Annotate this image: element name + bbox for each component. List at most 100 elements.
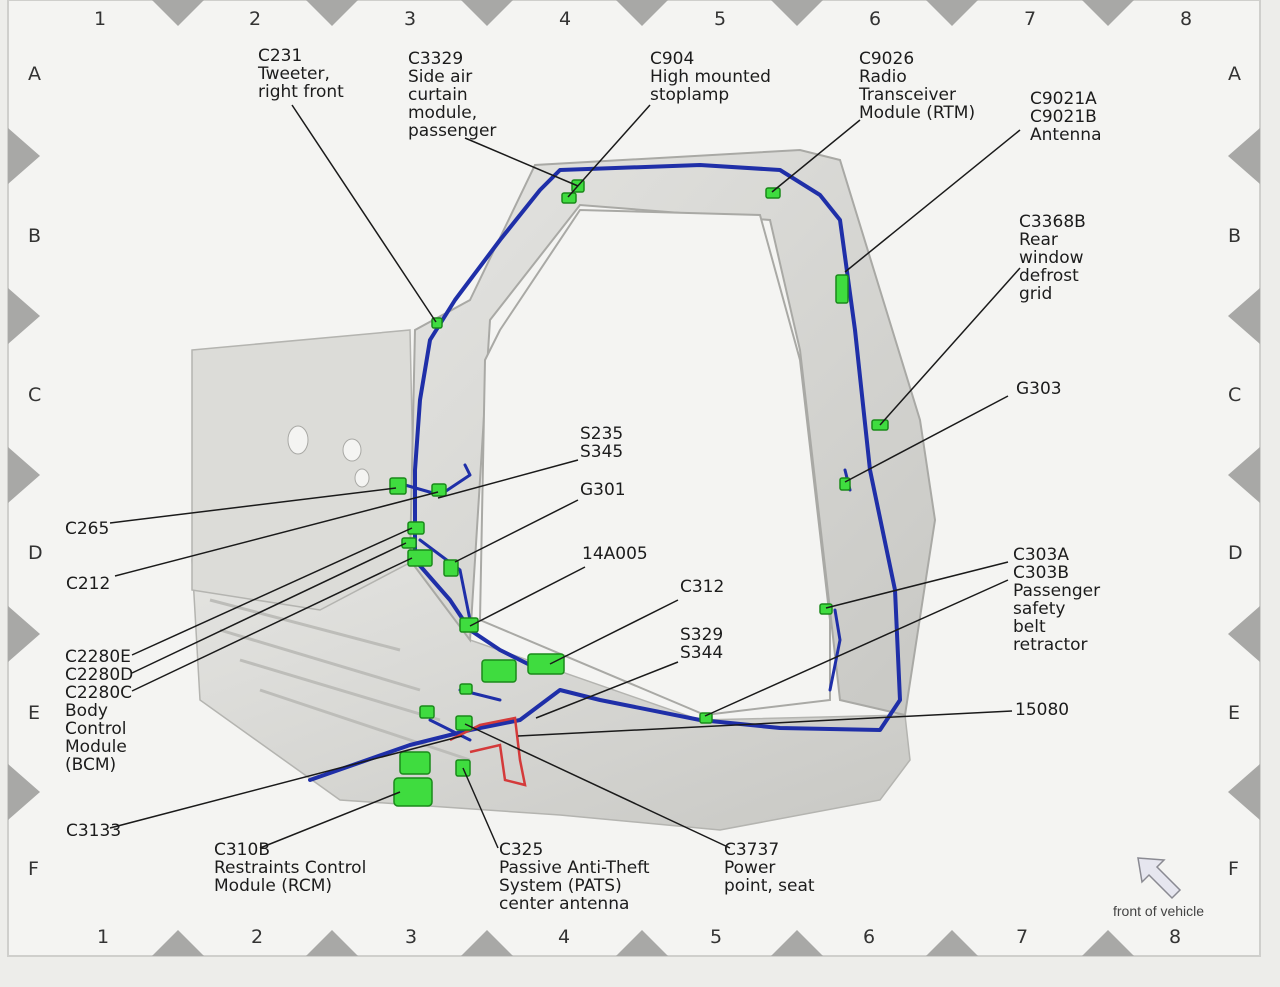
grid-column-label-top: 8 <box>1180 8 1193 30</box>
grid-marker-top <box>152 0 204 26</box>
connector-c9026 <box>765 187 781 199</box>
grid-column-label-bottom: 2 <box>251 926 264 948</box>
grid-row-label-right: A <box>1228 63 1241 85</box>
connector-c3737 <box>455 715 473 731</box>
label-c325: C325 Passive Anti-Theft System (PATS) ce… <box>499 840 650 914</box>
connector-c312 <box>527 653 565 675</box>
grid-markers <box>8 0 1260 956</box>
leader-c310b <box>259 791 401 849</box>
grid-row-label-left: A <box>28 63 41 85</box>
leader-c3329 <box>464 137 579 187</box>
label-c265: C265 <box>65 519 110 539</box>
leader-c325 <box>462 767 499 849</box>
label-c904: C904 High mounted stoplamp <box>650 49 771 105</box>
leader-c3737 <box>464 723 731 849</box>
label-c3133: C3133 <box>66 821 122 841</box>
label-s329-s344: S329 S344 <box>680 625 724 663</box>
leader-c9021 <box>844 129 1021 273</box>
grid-column-label-bottom: 4 <box>558 926 571 948</box>
grid-column-label-bottom: 7 <box>1016 926 1029 948</box>
grid-column-label-top: 1 <box>94 8 107 30</box>
grid-row-label-right: B <box>1228 225 1242 247</box>
leader-c303a <box>825 561 1009 609</box>
grid-column-label-bottom: 3 <box>405 926 418 948</box>
leader-c2280c <box>131 557 413 692</box>
grid-row-label-right: D <box>1228 542 1243 564</box>
connector-14a005 <box>459 617 479 633</box>
leader-c265 <box>109 487 397 524</box>
connector-c904 <box>561 192 577 204</box>
floor-rib <box>209 598 471 762</box>
leader-c2280d <box>131 542 407 674</box>
grid-marker-top <box>926 0 978 26</box>
label-g303: G303 <box>1016 379 1062 399</box>
grid-marker-bottom <box>306 930 358 956</box>
rear-wall-panel <box>191 329 416 611</box>
grid-marker-right <box>1228 288 1260 344</box>
connector-c310b <box>393 777 433 807</box>
panel-hole <box>354 468 370 488</box>
grid-column-label-top: 6 <box>869 8 882 30</box>
label-15080: 15080 <box>1015 700 1070 720</box>
grid-marker-right <box>1228 447 1260 503</box>
leader-c904 <box>567 104 651 198</box>
label-c212: C212 <box>66 574 111 594</box>
grid-marker-bottom <box>616 930 668 956</box>
leader-s329 <box>535 661 679 719</box>
grid-row-label-right: E <box>1228 702 1241 724</box>
leader-c3368b <box>879 267 1021 426</box>
label-c312: C312 <box>680 577 725 597</box>
grid-row-label-right: F <box>1228 858 1239 880</box>
grid-marker-bottom <box>771 930 823 956</box>
grid-column-label-bottom: 1 <box>97 926 110 948</box>
leader-c312 <box>549 599 679 665</box>
grid-marker-left <box>8 128 40 184</box>
door-opening-inner <box>478 208 831 717</box>
connector-c2280d <box>401 537 417 549</box>
grid-row-label-left: C <box>28 384 42 406</box>
label-s235-s345: S235 S345 <box>580 424 624 462</box>
grid-row-label-left: F <box>28 858 39 880</box>
label-g301: G301 <box>580 480 626 500</box>
label-c9026: C9026 Radio Transceiver Module (RTM) <box>859 49 976 123</box>
front-of-vehicle-label: front of vehicle <box>1113 903 1205 919</box>
accessory-wire <box>449 716 527 787</box>
label-c310b: C310B Restraints Control Module (RCM) <box>214 840 367 896</box>
panel-hole <box>287 425 309 455</box>
grid-column-label-top: 5 <box>714 8 727 30</box>
leader-g303 <box>844 395 1009 483</box>
grid-column-label-top: 3 <box>404 8 417 30</box>
leader-c3133 <box>109 735 463 829</box>
connector-c3133 <box>399 751 431 775</box>
leader-c231 <box>291 104 437 323</box>
grid-marker-bottom <box>152 930 204 956</box>
grid-marker-left <box>8 447 40 503</box>
leader-lines <box>109 104 1021 849</box>
leader-c303b <box>704 579 1009 717</box>
label-c3737: C3737 Power point, seat <box>724 840 815 896</box>
connector-s329 <box>481 659 517 683</box>
leader-c2280e <box>131 527 413 656</box>
grid-row-label-left: E <box>28 702 41 724</box>
grid-marker-top <box>306 0 358 26</box>
connectors <box>389 179 889 807</box>
grid-marker-top <box>771 0 823 26</box>
grid-marker-bottom <box>1082 930 1134 956</box>
leader-s235 <box>437 459 579 499</box>
grid-column-label-top: 7 <box>1024 8 1037 30</box>
connector-c212 <box>431 483 447 497</box>
panel-hole <box>342 438 362 462</box>
grid-marker-left <box>8 606 40 662</box>
grid-row-label-left: D <box>28 542 43 564</box>
connector-misc <box>459 683 473 695</box>
front-of-vehicle-arrow-icon <box>1137 857 1182 900</box>
grid-marker-right <box>1228 764 1260 820</box>
grid-column-label-bottom: 6 <box>863 926 876 948</box>
connector-c303 <box>819 603 833 615</box>
leader-c9026 <box>771 119 861 193</box>
grid-column-label-top: 4 <box>559 8 572 30</box>
grid-row-label-right: C <box>1228 384 1242 406</box>
grid-marker-right <box>1228 606 1260 662</box>
leader-c212 <box>114 491 439 577</box>
